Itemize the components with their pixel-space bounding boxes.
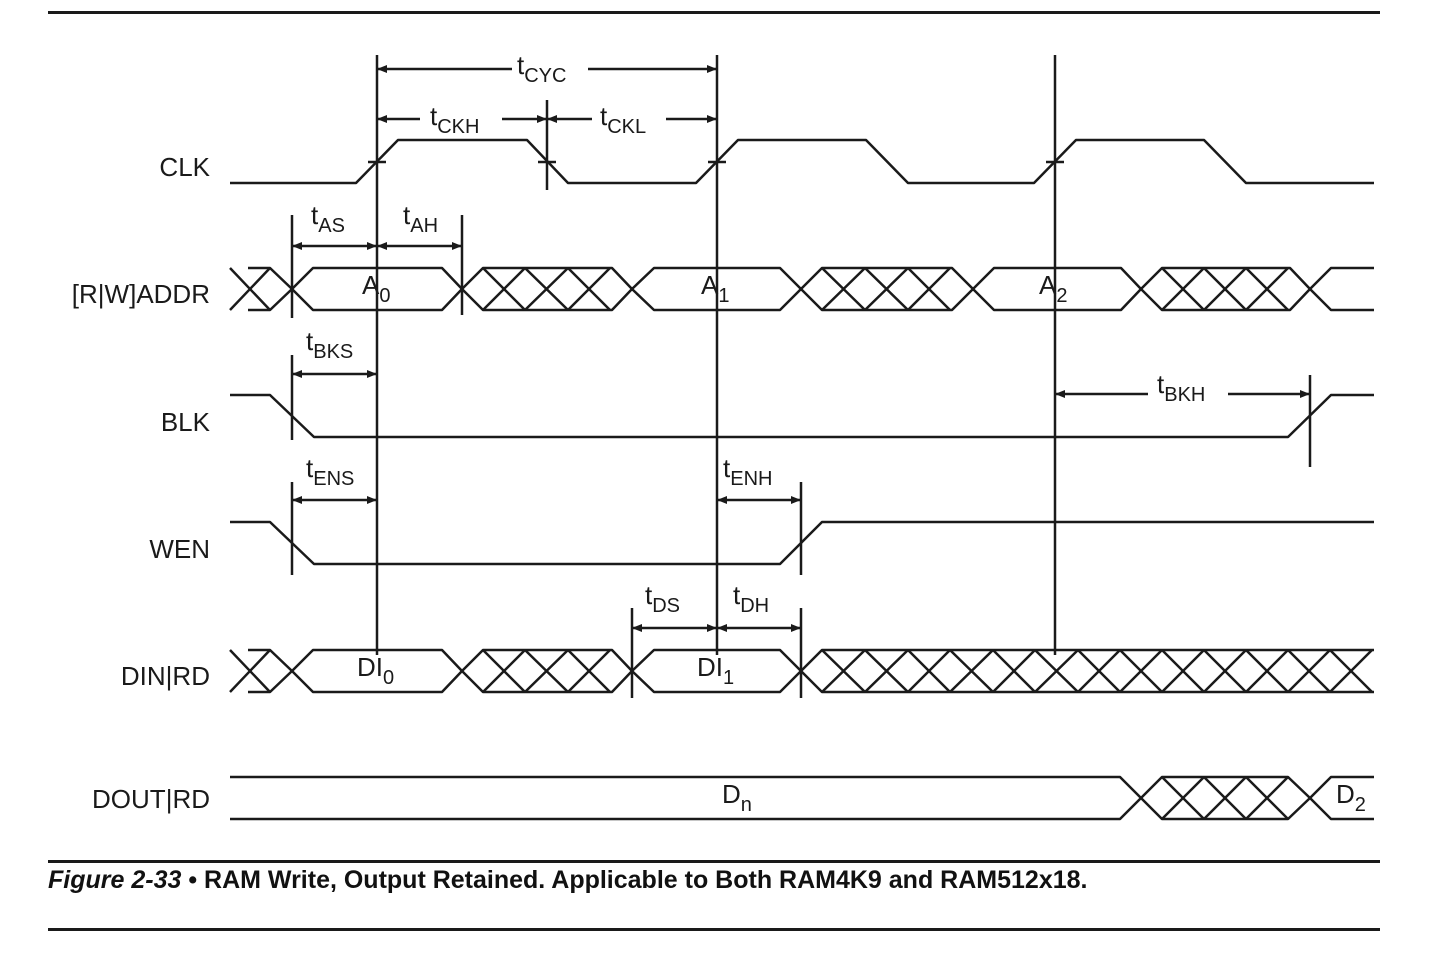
caption-bullet: • (188, 866, 198, 894)
timing-label-tckl: tCKL (600, 101, 646, 138)
blk-waveform (230, 393, 1374, 439)
timing-label-tah: tAH (403, 200, 438, 237)
timing-label-tckh: tCKH (430, 101, 479, 138)
addr-value-a1: A1 (701, 270, 729, 307)
timing-label-tds: tDS (645, 580, 680, 617)
signal-label-wen: WEN (149, 534, 210, 564)
dout-value-d2: D2 (1336, 779, 1366, 816)
caption-rule-top (48, 860, 1380, 863)
timing-label-tcyc: tCYC (517, 50, 566, 87)
timing-label-tbkh: tBKH (1157, 369, 1205, 406)
wen-waveform (230, 520, 1374, 566)
signal-label-blk: BLK (161, 407, 211, 437)
clk-waveform (230, 138, 1374, 185)
figure-number: Figure 2-33 (48, 866, 182, 894)
signal-label-dout: DOUT|RD (92, 784, 210, 814)
timing-label-tas: tAS (311, 200, 345, 237)
signal-label-clk: CLK (159, 152, 210, 182)
figure-title: RAM Write, Output Retained. Applicable t… (204, 866, 1088, 894)
timing-label-tdh: tDH (733, 580, 769, 617)
timing-label-tenh: tENH (723, 453, 772, 490)
dout-bus (230, 775, 1374, 821)
figure-caption: Figure 2-33 • RAM Write, Output Retained… (48, 866, 1087, 895)
din-value-di0: DI0 (357, 652, 394, 689)
dout-value-dn: Dn (722, 779, 752, 816)
din-bus (229, 648, 1374, 694)
timing-label-tbks: tBKS (306, 326, 353, 363)
addr-value-a0: A0 (362, 270, 390, 307)
addr-bus (229, 266, 1374, 312)
signal-label-addr: [R|W]ADDR (72, 279, 210, 309)
timing-label-tens: tENS (306, 453, 354, 490)
din-value-di1: DI1 (697, 652, 734, 689)
bottom-rule (48, 928, 1380, 931)
signal-label-din: DIN|RD (121, 661, 210, 691)
addr-value-a2: A2 (1039, 270, 1067, 307)
top-rule (48, 11, 1380, 14)
